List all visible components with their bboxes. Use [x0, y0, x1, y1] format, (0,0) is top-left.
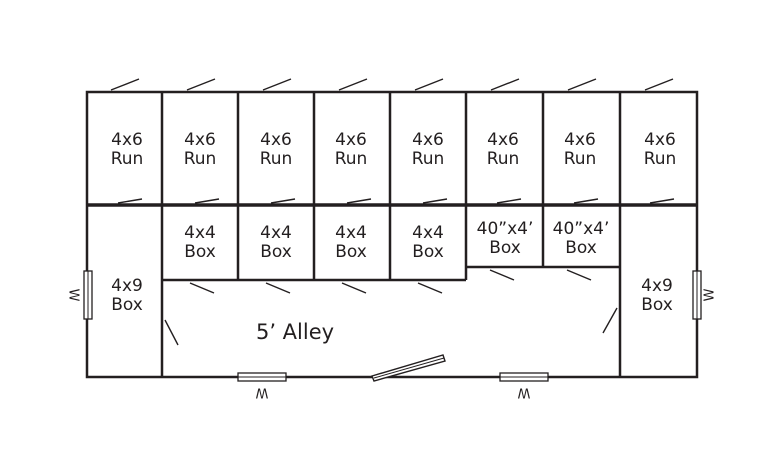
box-label: 4x4	[260, 223, 292, 243]
door	[189, 282, 215, 294]
box-label: 4x4	[412, 223, 444, 243]
door	[270, 198, 296, 204]
right-box-label: Box	[641, 295, 673, 315]
run-label: Run	[487, 149, 520, 169]
run-label: Run	[335, 149, 368, 169]
left-box-label: 4x9	[111, 276, 143, 296]
box-label: Box	[489, 238, 521, 258]
door	[346, 198, 372, 204]
run-label: 4x6	[564, 130, 596, 150]
window-label: W	[517, 385, 530, 400]
door	[341, 282, 367, 294]
door	[644, 78, 674, 91]
run-label: 4x6	[184, 130, 216, 150]
right-box-label: 4x9	[641, 276, 673, 296]
main-sliding-door	[371, 354, 446, 382]
left-box-label: Box	[111, 295, 143, 315]
door	[117, 198, 143, 204]
door	[186, 78, 216, 91]
window-label: W	[66, 289, 81, 302]
box-label: 4x4	[335, 223, 367, 243]
box-label: Box	[412, 242, 444, 262]
box-label: Box	[335, 242, 367, 262]
door	[338, 78, 368, 91]
walls	[85, 90, 699, 379]
run-label: Run	[412, 149, 445, 169]
run-label: Run	[644, 149, 677, 169]
outer-wall	[85, 90, 699, 379]
windows	[83, 270, 702, 382]
door	[567, 78, 597, 91]
box-label: 40”x4’	[477, 219, 534, 239]
door	[417, 282, 443, 294]
window-label: W	[703, 288, 718, 301]
door	[262, 78, 292, 91]
box-label: 40”x4’	[553, 219, 610, 239]
run-label: 4x6	[111, 130, 143, 150]
door	[602, 307, 618, 334]
run-label: Run	[111, 149, 144, 169]
doors	[110, 78, 675, 346]
door	[194, 198, 220, 204]
door	[110, 78, 140, 91]
run-labels: 4x6 Run 4x6 Run 4x6 Run 4x6 Run 4x6 Run …	[111, 130, 677, 169]
run-label: 4x6	[260, 130, 292, 150]
alley-label: 5’ Alley	[256, 320, 334, 344]
run-label: 4x6	[644, 130, 676, 150]
run-label: 4x6	[335, 130, 367, 150]
run-label: 4x6	[487, 130, 519, 150]
door	[573, 198, 599, 204]
box-label: Box	[184, 242, 216, 262]
door	[566, 269, 592, 281]
door	[414, 78, 444, 91]
door	[496, 198, 522, 204]
door	[422, 198, 448, 204]
box-labels: 4x4 Box 4x4 Box 4x4 Box 4x4 Box 40”x4’ B…	[184, 219, 609, 262]
box-label: Box	[260, 242, 292, 262]
box-label: 4x4	[184, 223, 216, 243]
window-label: W	[255, 385, 268, 400]
run-label: Run	[260, 149, 293, 169]
door	[490, 78, 520, 91]
box-label: Box	[565, 238, 597, 258]
run-label: Run	[184, 149, 217, 169]
run-label: Run	[564, 149, 597, 169]
door	[649, 198, 675, 204]
door	[489, 269, 515, 281]
run-label: 4x6	[412, 130, 444, 150]
door	[164, 319, 179, 346]
door	[265, 282, 291, 294]
